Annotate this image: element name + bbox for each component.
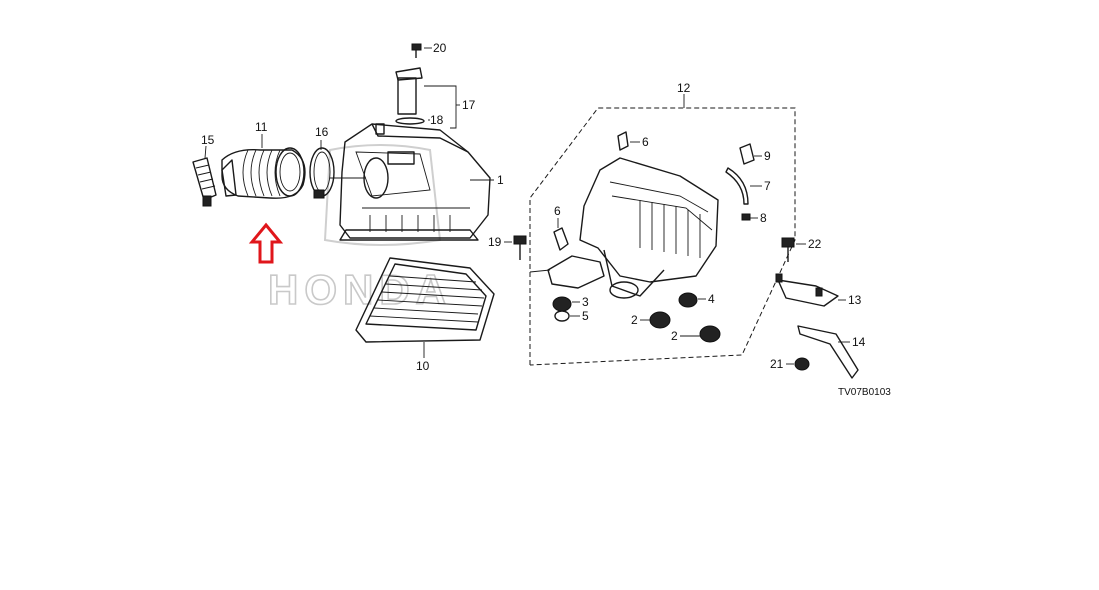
sensor-part-17 [395,67,460,129]
callout-16: 16 [315,125,329,139]
stay-part-14 [797,325,859,379]
clip-part-6a [617,131,640,151]
air-filter-part-10 [355,257,495,358]
collar-part-5 [554,310,580,322]
callout-1: 1 [497,173,504,187]
callout-labels: 20 17 18 11 15 16 1 10 12 6 6 9 7 8 19 2… [201,41,891,398]
bolt-part-19 [504,235,527,260]
callout-9: 9 [764,149,771,163]
callout-3: 3 [582,295,589,309]
callout-6b: 6 [554,204,561,218]
clip-part-9 [739,143,762,165]
callout-15: 15 [201,133,215,147]
grommet-part-3 [552,296,580,312]
grommet-part-2a [640,311,671,329]
callout-7: 7 [764,179,771,193]
lower-housing-body [529,157,719,299]
callout-20: 20 [433,41,447,55]
intake-tube-part-11 [221,134,306,199]
callout-8: 8 [760,211,767,225]
callout-2a: 2 [631,313,638,327]
grommet-part-2b [680,325,721,343]
callout-21: 21 [770,357,784,371]
callout-22: 22 [808,237,822,251]
callout-4: 4 [708,292,715,306]
bracket-part-13 [775,273,846,307]
upper-housing-part-1 [330,123,494,241]
nut-part-21 [786,357,810,371]
highlight-arrow [248,222,284,264]
pin-part-8 [741,213,758,221]
bolt-part-22 [781,237,806,262]
callout-13: 13 [848,293,862,307]
watermark-text: HONDA [268,266,452,313]
callout-19: 19 [488,235,502,249]
callout-5: 5 [582,309,589,323]
clamp-part-16 [309,140,335,199]
callout-10: 10 [416,359,430,373]
band-part-7 [725,167,762,205]
clip-part-6b [553,218,569,251]
lower-housing-group-12 [529,94,796,366]
diagram-code: TV07B0103 [838,387,891,398]
callout-17: 17 [462,98,476,112]
bolt-part-20 [411,43,432,58]
honda-watermark: HONDA [267,144,452,314]
clamp-part-15 [192,145,217,207]
callout-2b: 2 [671,329,678,343]
callout-11: 11 [255,120,268,134]
callout-14: 14 [852,335,866,349]
callout-12: 12 [677,81,691,95]
grommet-part-4 [678,292,706,308]
callout-18: 18 [430,113,444,127]
callout-6a: 6 [642,135,649,149]
